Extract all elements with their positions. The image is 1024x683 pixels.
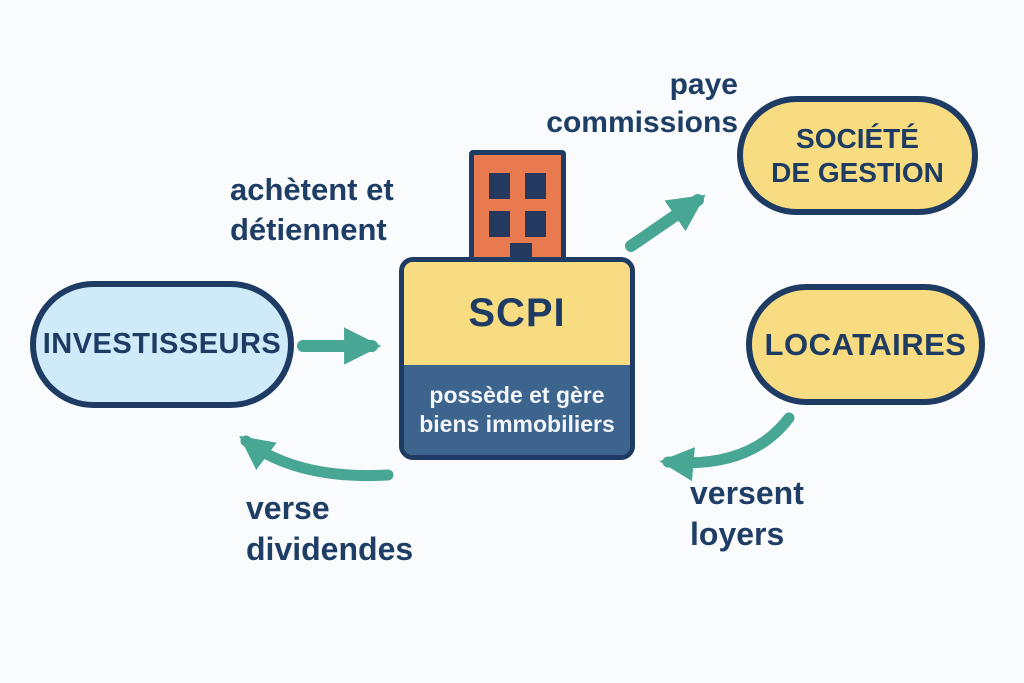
investisseurs-label: INVESTISSEURS — [42, 328, 282, 360]
label-verse-dividendes: verse dividendes — [246, 490, 414, 567]
building-icon — [469, 150, 566, 269]
label-achetent-detiennent: achètent et détiennent — [230, 172, 394, 247]
node-scpi: SCPI possède et gère biens immobiliers — [399, 257, 635, 460]
node-societe-gestion: SOCIÉTÉ DE GESTION — [737, 96, 978, 215]
label-versent-loyers: versent loyers — [690, 475, 804, 552]
node-locataires: LOCATAIRES — [746, 284, 985, 405]
arrow-scpi-to-societe-gestion — [625, 194, 706, 252]
scpi-subtitle: possède et gère biens immobiliers — [404, 365, 630, 455]
building-window-icon — [489, 173, 510, 199]
label-paye-commissions: paye commissions — [546, 68, 738, 140]
arrow-scpi-to-investisseurs — [239, 435, 394, 482]
societe-gestion-label: SOCIÉTÉ DE GESTION — [771, 122, 944, 188]
scpi-title: SCPI — [404, 262, 630, 365]
locataires-label: LOCATAIRES — [764, 326, 967, 362]
building-window-icon — [525, 173, 546, 199]
node-investisseurs: INVESTISSEURS — [30, 281, 294, 408]
arrow-locataires-to-scpi — [659, 412, 795, 482]
building-window-icon — [489, 211, 510, 237]
building-window-icon — [525, 211, 546, 237]
